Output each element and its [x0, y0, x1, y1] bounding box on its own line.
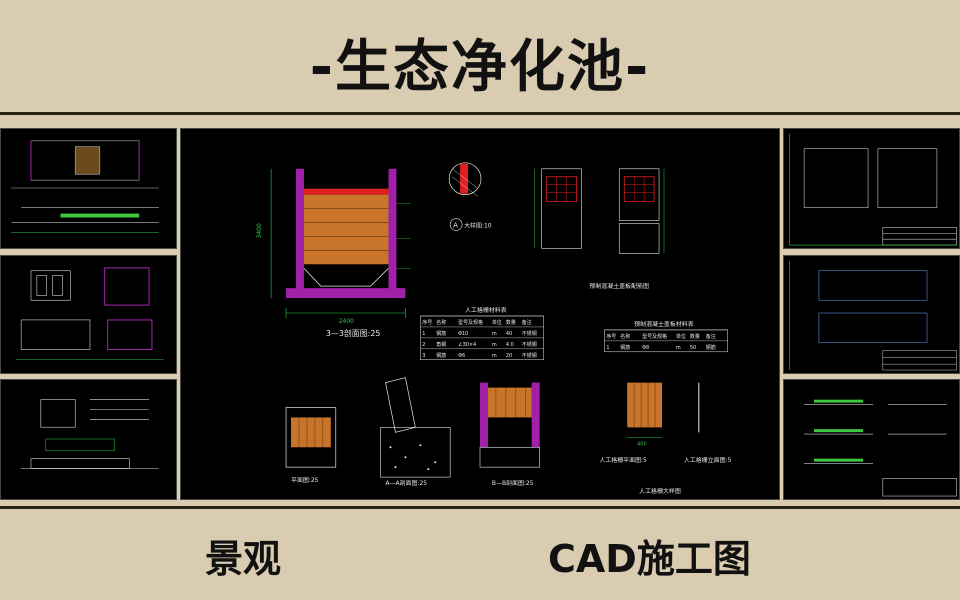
material-table-2: 预制混凝土盖板材料表 序号名称 型号及规格 单位数量备注 1 钢筋 Φ8 m 50 钢筋 — [604, 320, 728, 353]
thumbnail-right-3[interactable] — [783, 379, 960, 500]
detail-a: A 大样图:10 — [448, 162, 492, 231]
table-cell: 钢筋 — [436, 352, 446, 359]
table-header-cell: 型号及规格 — [642, 333, 667, 340]
material-table-1: 人工格栅材料表 序号名称 型号及规格 单位数量备注 1 钢筋 Φ10 m 40 不锈钢 2 角钢 ∠3… — [420, 306, 544, 361]
thumbnail-left-1[interactable] — [0, 128, 177, 249]
table-header-cell: 单位 — [676, 333, 686, 340]
section-b-b: B—B剖面图:25 — [479, 382, 540, 487]
precast-cover-plates: 预制混凝土盖板配筋图 — [534, 168, 665, 290]
table-header-cell: 数量 — [506, 319, 516, 326]
dim-total: 2400 — [339, 318, 354, 325]
table-cell: ∠30×4 — [458, 342, 476, 348]
grille-detail: 400 人工格栅平面图:5 人工格栅立面图:5 人工格栅大样图 — [599, 382, 732, 495]
section-a-a: A—A剖面图:25 — [380, 377, 451, 487]
table-cell: 50 — [690, 345, 696, 351]
table-cell: m — [492, 342, 497, 348]
table-cell: 20 — [506, 353, 512, 359]
thumbnail-right-1[interactable] — [783, 128, 960, 249]
main-cad-drawing[interactable]: 3400 2400 3—3剖面图:25 A 大样图:10 — [180, 128, 780, 500]
table-header-cell: 序号 — [606, 333, 616, 340]
table-cell: 不锈钢 — [522, 330, 537, 337]
table2-title: 预制混凝土盖板材料表 — [634, 320, 694, 328]
table-header-cell: 数量 — [690, 333, 700, 340]
footer-right-text: CAD施工图 — [548, 537, 751, 581]
table-cell: 角钢 — [436, 341, 446, 348]
table-cell: 3 — [422, 353, 425, 359]
table-header-cell: 名称 — [620, 333, 630, 340]
section-3-3-label: 3—3剖面图:25 — [326, 328, 381, 338]
table-header-cell: 序号 — [422, 319, 432, 326]
table-cell: 钢筋 — [436, 330, 446, 337]
table-header-cell: 名称 — [436, 319, 446, 326]
section-a-label: A—A剖面图:25 — [386, 479, 428, 487]
footer-divider — [0, 506, 960, 509]
thumbnail-left-2[interactable] — [0, 255, 177, 374]
plan-label: 平面图:25 — [291, 477, 319, 484]
thumbnail-right-2[interactable] — [783, 255, 960, 374]
plan-view: 平面图:25 — [285, 407, 337, 484]
section-3-3: 3400 2400 3—3剖面图:25 — [256, 168, 411, 338]
grille-elev-label: 人工格栅立面图:5 — [684, 456, 732, 464]
table-cell: 不锈钢 — [522, 341, 537, 348]
thumbnail-left-3[interactable] — [0, 379, 177, 500]
table-cell: 钢筋 — [620, 344, 630, 351]
table-cell: 钢筋 — [706, 344, 716, 351]
detail-label: 大样图:10 — [464, 221, 492, 229]
table-cell: Φ10 — [458, 331, 468, 337]
table-frame — [420, 315, 544, 361]
dim-height: 3400 — [256, 223, 263, 238]
table-header-cell: 型号及规格 — [458, 319, 483, 326]
grille-plan-label: 人工格栅平面图:5 — [599, 456, 647, 464]
table-cell: 40 — [506, 331, 512, 337]
table-header-cell: 备注 — [522, 319, 532, 326]
table-cell: 2 — [422, 342, 425, 348]
table1-title: 人工格栅材料表 — [465, 306, 507, 314]
table-cell: Φ6 — [458, 353, 465, 359]
table-cell: m — [492, 353, 497, 359]
table-cell: m — [676, 345, 681, 351]
table-cell: Φ8 — [642, 345, 649, 351]
grille-detail-label: 人工格栅大样图 — [639, 487, 681, 495]
detail-mark: A — [453, 221, 458, 229]
table-cell: 1 — [606, 345, 609, 351]
table-cell: 1 — [422, 331, 425, 337]
section-b-label: B—B剖面图:25 — [492, 479, 534, 487]
table-cell: m — [492, 331, 497, 337]
page-title: -生态净化池- — [309, 35, 651, 100]
table-cell: 不锈钢 — [522, 352, 537, 359]
title-divider — [0, 112, 960, 115]
dim-grille: 400 — [637, 441, 646, 447]
table-frame — [604, 329, 728, 353]
table-cell: 4.0 — [506, 342, 514, 348]
footer-left-text: 景观 — [205, 537, 282, 581]
precast-title: 预制混凝土盖板配筋图 — [589, 282, 649, 290]
table-header-cell: 单位 — [492, 319, 502, 326]
table-header-cell: 备注 — [706, 333, 716, 340]
